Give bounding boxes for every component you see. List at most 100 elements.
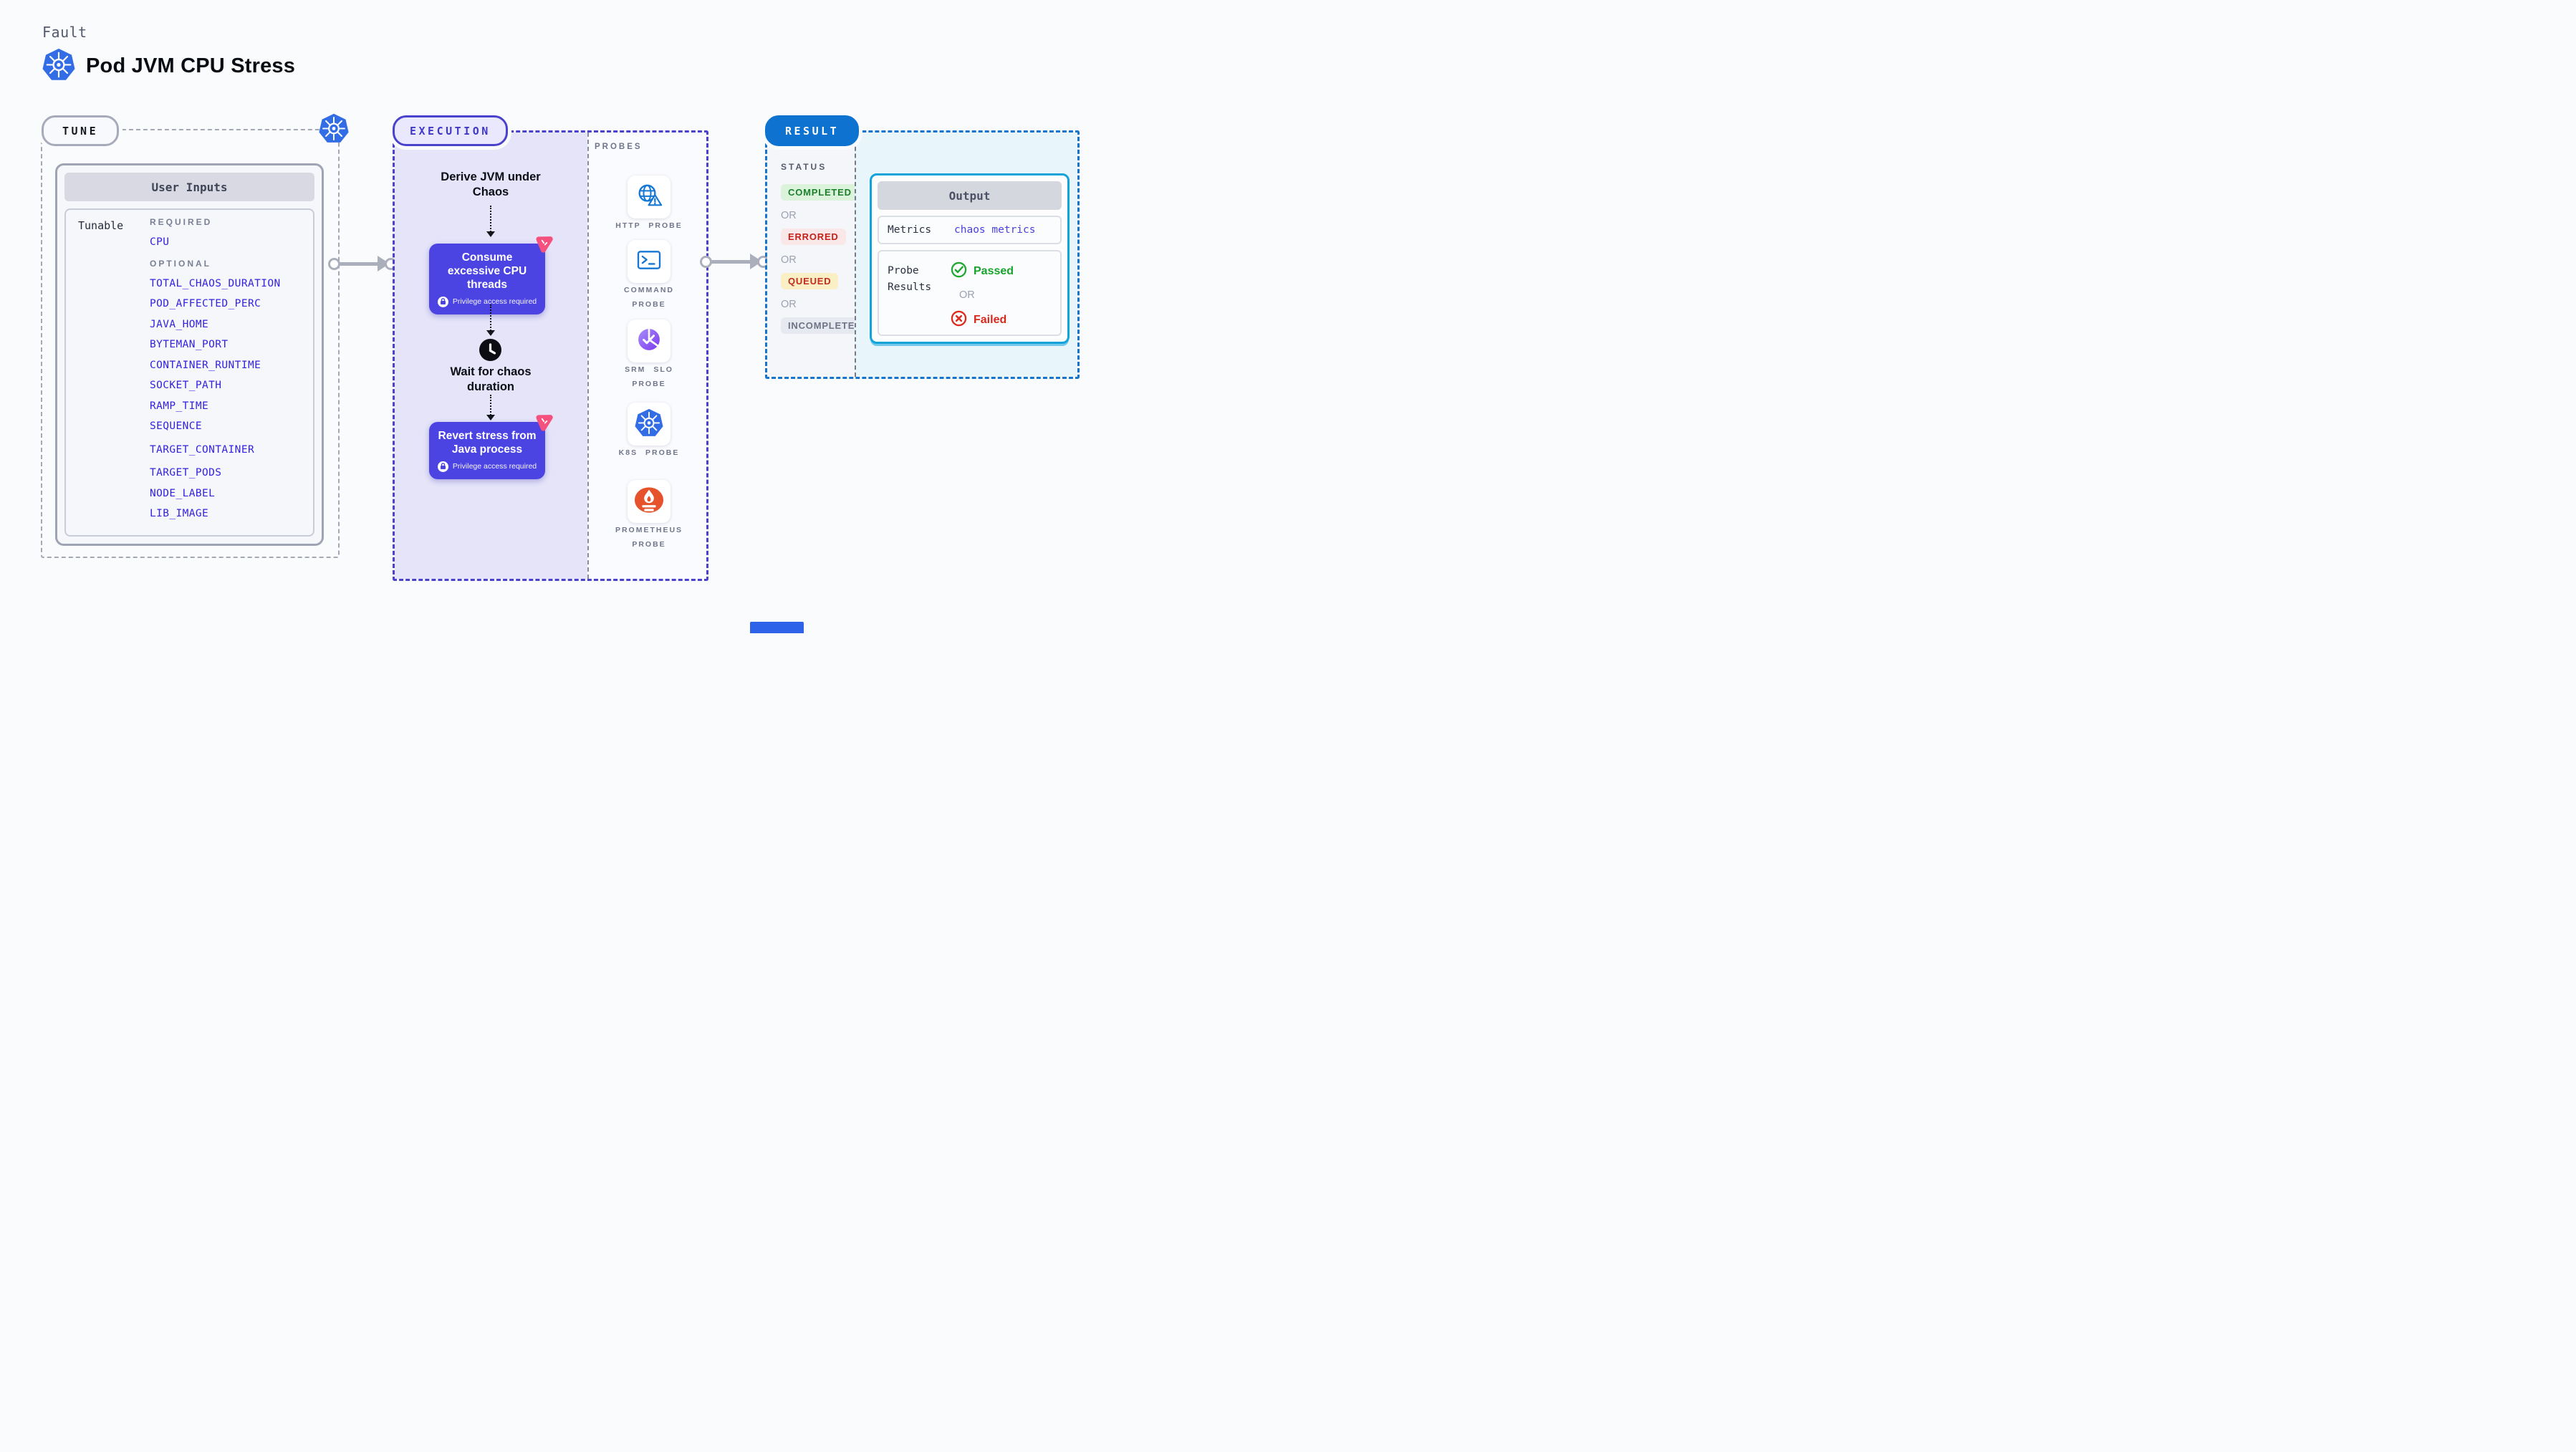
privilege-note-text: Privilege access required (452, 297, 537, 307)
flow-arrow-execution-to-result (700, 254, 769, 269)
litmus-chaos-icon (534, 413, 553, 432)
param-item: NODE_LABEL (150, 487, 216, 499)
output-pane: Output Metrics chaos metrics Probe Resul… (855, 133, 1077, 377)
arrow-line (710, 259, 756, 264)
step-derive: Derive JVM under Chaos (441, 170, 541, 198)
passed-label: Passed (974, 265, 1014, 277)
metrics-row: Metrics chaos metrics (878, 216, 1062, 244)
param-item: CPU (150, 236, 170, 248)
params-list: REQUIRED CPU OPTIONAL TOTAL_CHAOS_DURATI… (150, 217, 281, 529)
prometheus-probe-icon (633, 485, 665, 519)
result-divider (855, 133, 856, 377)
privilege-note: Privilege access required (429, 292, 545, 314)
param-item: TARGET_CONTAINER (150, 443, 255, 456)
required-label: REQUIRED (150, 217, 213, 227)
x-circle-icon (951, 310, 967, 330)
probe-card-command (628, 240, 671, 283)
result-section: STATUS COMPLETED OR ERRORED OR QUEUED OR… (765, 130, 1080, 379)
title-row: Pod JVM CPU Stress (42, 47, 295, 85)
or-label: OR (959, 289, 975, 301)
probes-label: PROBES (595, 143, 643, 151)
tune-badge: TUNE (42, 115, 120, 146)
step-consume-label: Consume excessive CPU threads (447, 251, 527, 291)
execution-section: Derive JVM under Chaos Consume excessive… (393, 130, 708, 581)
k8s-probe-icon (634, 408, 664, 441)
execution-badge: EXECUTION (393, 115, 508, 146)
user-inputs-card: User Inputs Tunable REQUIRED CPU OPTIONA… (55, 163, 324, 546)
param-item: CONTAINER_RUNTIME (150, 359, 261, 371)
status-badge-queued: QUEUED (781, 273, 839, 289)
status-badge-completed: COMPLETED (781, 184, 859, 201)
or-label: OR (781, 299, 797, 310)
user-inputs-title: User Inputs (64, 173, 314, 201)
optional-label: OPTIONAL (150, 258, 211, 269)
clock-icon (479, 339, 501, 361)
metrics-value: chaos metrics (954, 224, 1036, 236)
param-item: SEQUENCE (150, 420, 203, 432)
probe-card-prometheus (628, 480, 671, 523)
probe-label: COMMAND PROBE (624, 286, 674, 309)
probe-card-srm-slo (628, 319, 671, 362)
probe-card-k8s (628, 403, 671, 446)
command-probe-icon (635, 246, 663, 278)
param-item: SOCKET_PATH (150, 380, 222, 391)
check-circle-icon (951, 261, 967, 282)
probe-results-label: Probe Results (888, 265, 932, 294)
execution-divider (587, 133, 589, 579)
status-pane: STATUS COMPLETED OR ERRORED OR QUEUED OR… (767, 133, 870, 377)
step-revert-node: Revert stress from Java process Privileg… (429, 415, 553, 479)
http-probe-icon (635, 181, 663, 213)
litmus-chaos-icon (534, 234, 553, 254)
flow-arrow-tune-to-execution (328, 256, 397, 271)
dotted-arrow-icon (486, 206, 495, 237)
kubernetes-icon (318, 112, 350, 144)
privilege-note: Privilege access required (429, 457, 545, 479)
probe-label: K8S PROBE (618, 448, 680, 457)
status-badge-incompleted: INCOMPLETED (781, 317, 870, 334)
srm-slo-probe-icon (634, 324, 664, 358)
connector-dot (328, 257, 340, 270)
param-item: RAMP_TIME (150, 400, 209, 412)
lock-icon (437, 296, 448, 307)
dotted-arrow-icon (486, 395, 495, 420)
tunable-label: Tunable (78, 219, 124, 232)
user-inputs-panel: Tunable REQUIRED CPU OPTIONAL TOTAL_CHAO… (64, 208, 314, 537)
probe-label: HTTP PROBE (615, 221, 683, 230)
probe-results-row: Probe Results Passed OR (878, 250, 1062, 336)
probes-pane: PROBES HTTP PROBE (587, 133, 706, 579)
fault-kicker: Fault (42, 24, 87, 41)
probe-label: SRM SLO PROBE (625, 365, 673, 388)
step-wait: Wait for chaos duration (450, 365, 532, 393)
or-label: OR (781, 254, 797, 266)
status-label: STATUS (781, 162, 827, 172)
tune-section (41, 129, 340, 558)
param-item: JAVA_HOME (150, 318, 209, 330)
metrics-label: Metrics (888, 224, 932, 236)
probe-label: PROMETHEUS PROBE (615, 526, 683, 549)
connector-dot (700, 255, 712, 268)
passed-verdict: Passed (951, 261, 1014, 282)
privilege-note-text: Privilege access required (452, 462, 537, 471)
output-title: Output (878, 181, 1062, 210)
param-item: TARGET_PODS (150, 467, 222, 479)
param-item: POD_AFFECTED_PERC (150, 298, 261, 309)
param-item: TOTAL_CHAOS_DURATION (150, 277, 281, 289)
arrow-line (338, 261, 384, 266)
probe-card-http (628, 176, 671, 218)
failed-verdict: Failed (951, 310, 1006, 330)
output-card: Output Metrics chaos metrics Probe Resul… (870, 173, 1070, 344)
failed-label: Failed (974, 314, 1007, 326)
step-consume-node: Consume excessive CPU threads Privilege … (429, 236, 553, 314)
step-revert-label: Revert stress from Java process (438, 430, 537, 456)
diagram-canvas: Fault Pod JVM CPU Stress TUNE User Input… (0, 0, 1123, 633)
lock-icon (437, 461, 448, 472)
status-badge-errored: ERRORED (781, 229, 846, 245)
or-label: OR (781, 210, 797, 221)
result-badge: RESULT (765, 115, 860, 146)
kubernetes-icon (42, 47, 76, 85)
param-item: LIB_IMAGE (150, 508, 209, 519)
dotted-arrow-icon (486, 304, 495, 336)
page-title: Pod JVM CPU Stress (86, 54, 296, 77)
execution-flow-pane: Derive JVM under Chaos Consume excessive… (395, 133, 587, 579)
param-item: BYTEMAN_PORT (150, 339, 229, 350)
